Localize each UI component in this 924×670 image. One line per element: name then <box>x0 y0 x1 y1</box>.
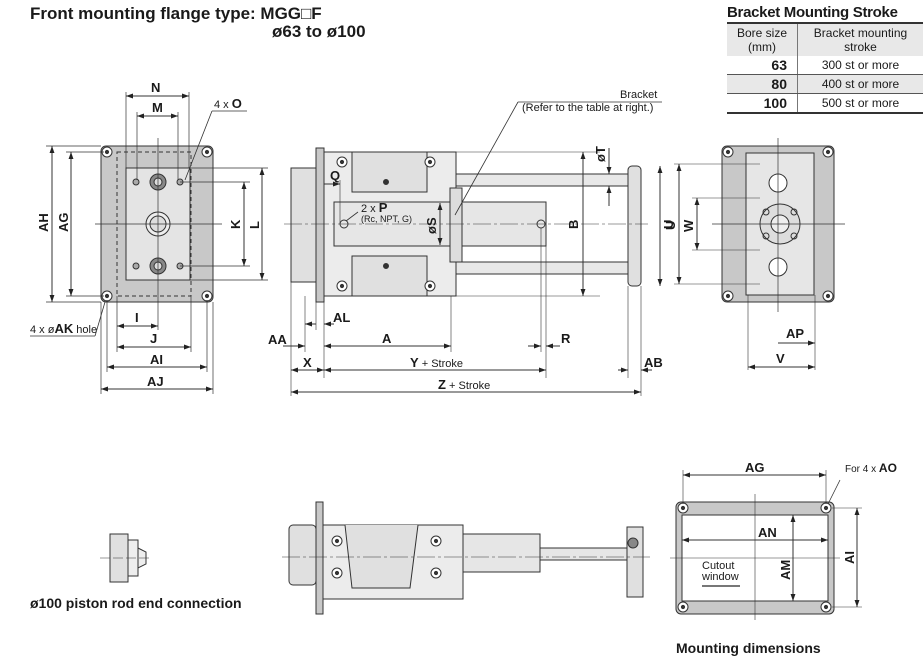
dim-AL: AL <box>333 310 350 325</box>
dim-oS: øS <box>424 217 439 234</box>
side-view-labels: Bracket (Refer to the table at right.) 2… <box>268 89 676 392</box>
port-callout: 2 x P <box>361 200 388 215</box>
rod-end-caption: ø100 piston rod end connection <box>30 595 242 611</box>
page-subtitle-bore-range: ø63 to ø100 <box>272 22 366 41</box>
table-title: Bracket Mounting Stroke <box>727 4 923 24</box>
dim-A: A <box>382 331 392 346</box>
table-row: 63 300 st or more <box>727 56 923 75</box>
page-title: Front mounting flange type: MGG□F <box>30 4 322 23</box>
stroke-cell: 300 st or more <box>797 56 923 75</box>
table-row: 100 500 st or more <box>727 93 923 113</box>
dim-AN: AN <box>758 525 777 540</box>
dim-AB: AB <box>644 355 663 370</box>
mounting-dimensions-view <box>670 470 862 620</box>
dim-I: I <box>135 310 139 325</box>
mounting-labels: AG AN AM AI For 4 x AO Cutout window <box>701 460 897 583</box>
dim-AJ: AJ <box>147 374 164 389</box>
guide-rod-bottom <box>455 261 629 275</box>
bore-cell: 80 <box>727 74 798 94</box>
end-view <box>674 138 845 370</box>
cutout-label-line2: window <box>701 571 739 583</box>
stroke-cell: 400 st or more <box>797 74 923 94</box>
dim-U-end: U <box>663 221 678 230</box>
callout-ak-hole: 4 x øAK hole <box>30 321 97 336</box>
guide-rod-top <box>455 173 629 187</box>
rod-end-detail <box>100 533 152 583</box>
end-plate <box>627 165 642 287</box>
dim-AI-mount: AI <box>842 551 857 564</box>
mounting-caption: Mounting dimensions <box>676 640 821 656</box>
dim-Y-stroke: Y + Stroke <box>410 355 463 370</box>
dim-M: M <box>152 100 163 115</box>
bore-cell: 63 <box>727 56 798 75</box>
dim-AH: AH <box>36 213 51 232</box>
table-row: 80 400 st or more <box>727 74 923 94</box>
front-view <box>30 92 268 394</box>
lower-side-view <box>282 501 650 615</box>
dim-AG-mount: AG <box>745 460 765 475</box>
dim-K: K <box>228 219 243 229</box>
bracket-mounting-stroke-table: Bracket Mounting Stroke Bore size(mm) Br… <box>727 4 923 114</box>
dim-AP: AP <box>786 326 804 341</box>
dim-Q: Q <box>330 168 340 183</box>
dim-Z-stroke: Z + Stroke <box>438 377 490 392</box>
dim-U: U <box>661 220 676 229</box>
port-thread-note: (Rc, NPT, G) <box>361 214 412 224</box>
dim-AI: AI <box>150 352 163 367</box>
dim-B: B <box>566 220 581 229</box>
rod-end-plate <box>290 167 317 283</box>
dim-J: J <box>150 331 157 346</box>
col-header-bore: Bore size(mm) <box>727 24 798 56</box>
flange <box>315 147 325 303</box>
bore-cell: 100 <box>727 93 798 113</box>
dim-AG: AG <box>56 213 71 233</box>
stroke-cell: 500 st or more <box>821 96 900 110</box>
dim-N: N <box>151 80 160 95</box>
dim-AA: AA <box>268 332 287 347</box>
dim-L: L <box>247 221 262 229</box>
end-view-labels: U W AP V <box>663 219 804 366</box>
bracket-label: Bracket <box>620 89 657 101</box>
front-view-labels: N M 4 x O AH AG K L I J AI AJ 4 x øAK ho… <box>30 80 262 389</box>
callout-o: 4 x O <box>214 96 242 111</box>
dim-oT: øT <box>593 146 608 162</box>
dim-R: R <box>561 331 571 346</box>
dim-V: V <box>776 351 785 366</box>
bracket <box>449 187 463 263</box>
bracket-note: (Refer to the table at right.) <box>522 102 653 114</box>
cutout-label-line1: Cutout <box>702 560 734 572</box>
dim-X: X <box>303 355 312 370</box>
side-view <box>283 101 663 396</box>
dim-W: W <box>681 219 696 232</box>
callout-ao: For 4 x AO <box>845 461 897 475</box>
dim-AM: AM <box>778 560 793 580</box>
